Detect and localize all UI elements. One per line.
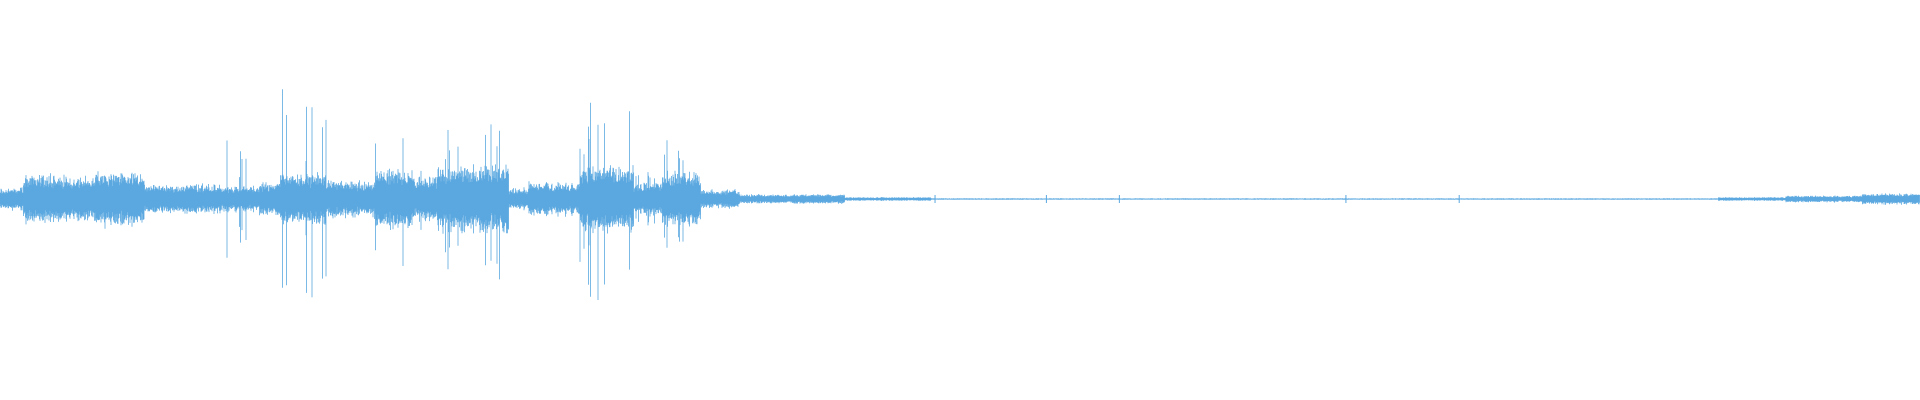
waveform-trace	[0, 89, 1920, 300]
